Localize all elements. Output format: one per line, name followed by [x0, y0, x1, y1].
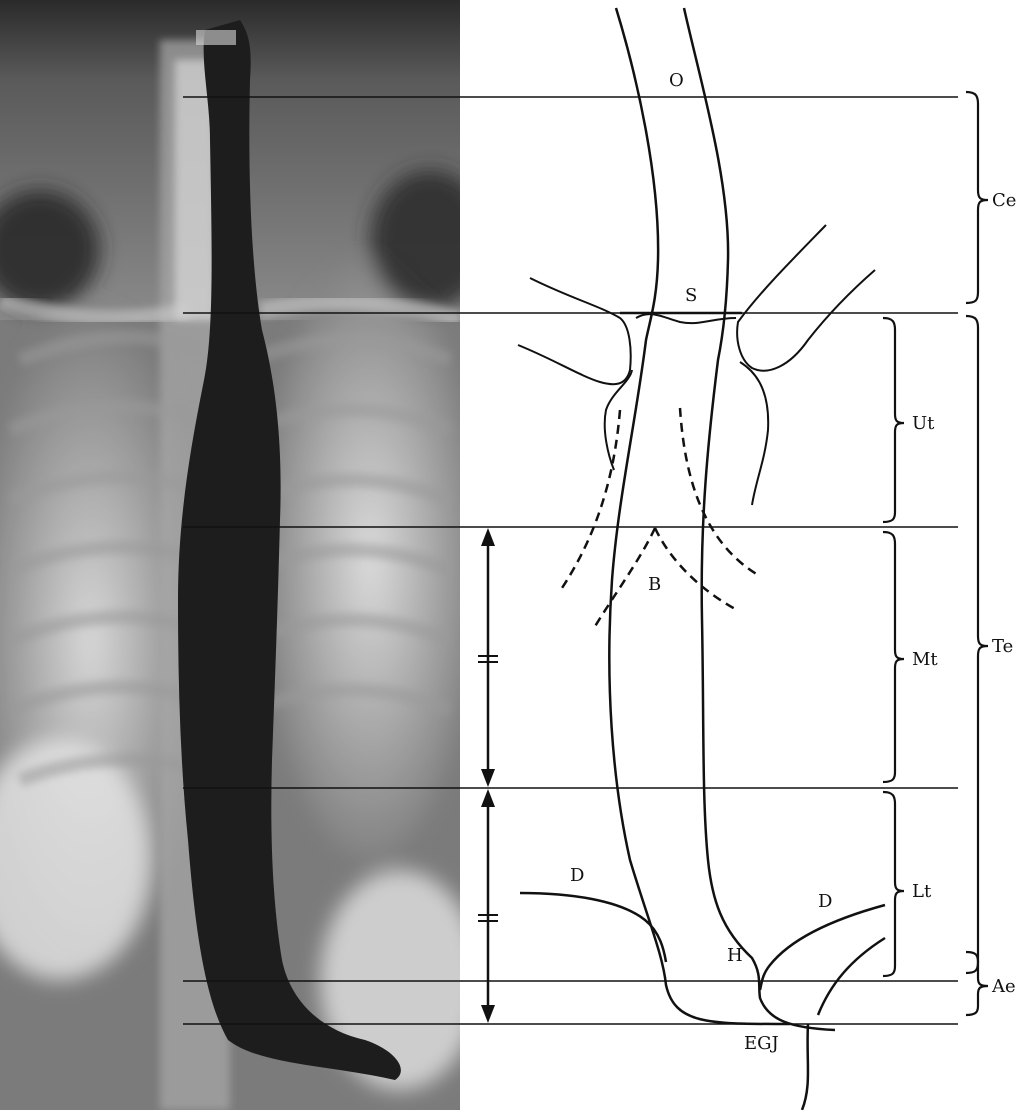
brace-Te — [966, 316, 988, 973]
egj-stem — [802, 1024, 808, 1110]
arch-structures — [518, 225, 875, 505]
label-D-left: D — [570, 865, 584, 886]
label-EGJ: EGJ — [744, 1033, 779, 1054]
label-Ce: Ce — [992, 190, 1016, 211]
measurement-arrows — [478, 528, 498, 1023]
esophagus-right-wall — [684, 8, 835, 1030]
segment-labels: Ce Te Ae Ut Mt Lt — [912, 190, 1016, 997]
brace-Ae — [966, 952, 988, 1015]
braces — [883, 92, 988, 1015]
label-D-right: D — [818, 891, 832, 912]
label-Mt: Mt — [912, 649, 938, 670]
brace-Ut — [883, 318, 904, 522]
label-Ut: Ut — [912, 413, 935, 434]
diaphragm-right-lower — [818, 938, 885, 1015]
label-Lt: Lt — [912, 881, 932, 902]
esophagus-schematic — [609, 8, 835, 1110]
right-arch-upper — [737, 225, 875, 371]
label-Ae: Ae — [991, 976, 1016, 997]
label-S: S — [685, 285, 697, 306]
brace-Lt — [883, 792, 904, 976]
left-arch-upper — [518, 278, 631, 384]
bronchus-right-outer — [680, 408, 758, 575]
diaphragm-right — [760, 905, 885, 990]
xray-photo — [0, 0, 490, 1110]
bronchus-left-outer — [562, 410, 620, 588]
right-arch-lower — [740, 362, 768, 505]
label-H: H — [727, 945, 743, 966]
bronchus-left-inner — [594, 528, 655, 628]
brace-Ce — [966, 92, 988, 303]
esophagus-left-wall — [609, 8, 790, 1024]
label-O: O — [669, 70, 684, 91]
label-Te: Te — [992, 636, 1013, 657]
bronchus-right-inner — [655, 528, 737, 610]
label-B: B — [648, 574, 661, 595]
bronchi — [562, 408, 758, 628]
brace-Mt — [883, 532, 904, 782]
